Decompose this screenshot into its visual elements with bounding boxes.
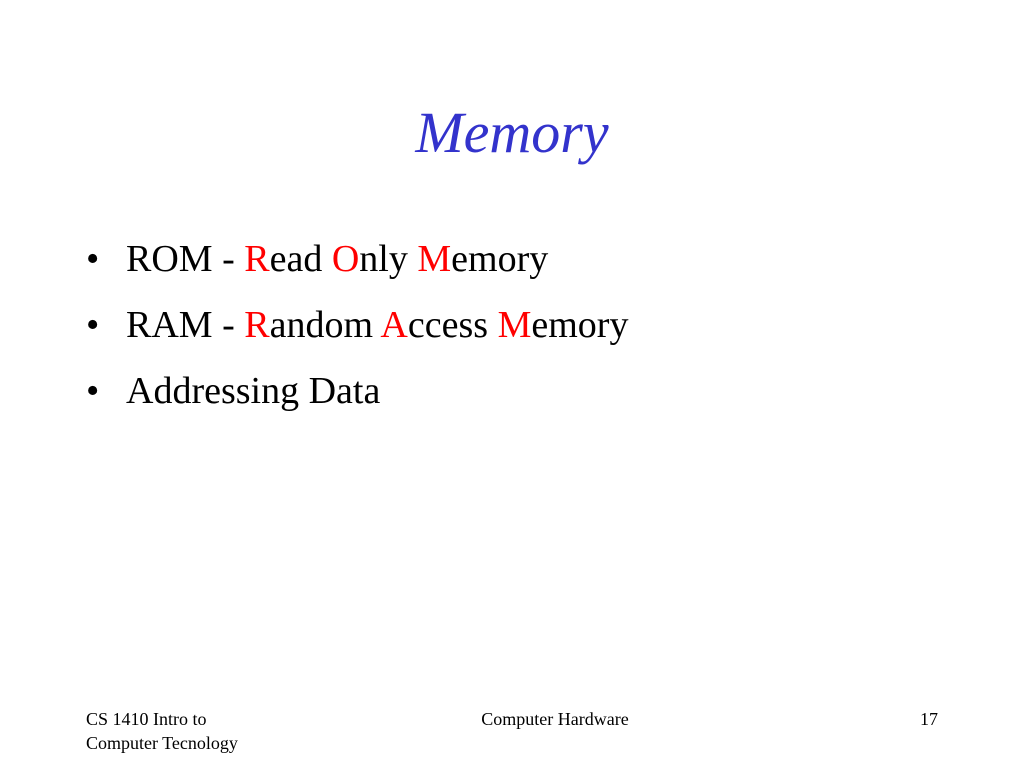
bullet-dot: • bbox=[86, 304, 100, 346]
bullet-item-addressing: • Addressing Data bbox=[86, 358, 628, 424]
slide-title: Memory bbox=[415, 100, 609, 165]
footer-course: CS 1410 Intro to Computer Tecnology bbox=[86, 707, 306, 755]
bullet-item-rom: • ROM - Read Only Memory bbox=[86, 226, 628, 292]
word-rest: ccess bbox=[407, 304, 498, 346]
bullet-dot: • bbox=[86, 370, 100, 412]
footer-course-line2: Computer Tecnology bbox=[86, 733, 238, 753]
word-rest: nly bbox=[359, 238, 418, 280]
acronym-initial: O bbox=[331, 238, 360, 280]
footer-topic: Computer Hardware bbox=[481, 709, 629, 729]
word-rest: emory bbox=[531, 304, 629, 346]
word-rest: ead bbox=[269, 238, 332, 280]
bullet-prefix: RAM - bbox=[126, 304, 245, 346]
acronym-initial: R bbox=[244, 238, 270, 280]
word-rest: emory bbox=[451, 238, 549, 280]
word-rest: andom bbox=[269, 304, 381, 346]
bullet-list: • ROM - Read Only Memory • RAM - Random … bbox=[86, 226, 628, 424]
acronym-initial: M bbox=[417, 238, 452, 280]
bullet-prefix: ROM - bbox=[126, 238, 245, 280]
bullet-dot: • bbox=[86, 238, 100, 280]
bullet-text: Addressing Data bbox=[126, 370, 381, 412]
page-number: 17 bbox=[920, 709, 938, 729]
bullet-item-ram: • RAM - Random Access Memory bbox=[86, 292, 628, 358]
acronym-initial: A bbox=[380, 304, 408, 346]
acronym-initial: R bbox=[244, 304, 270, 346]
footer-course-line1: CS 1410 Intro to bbox=[86, 709, 207, 729]
acronym-initial: M bbox=[497, 304, 532, 346]
